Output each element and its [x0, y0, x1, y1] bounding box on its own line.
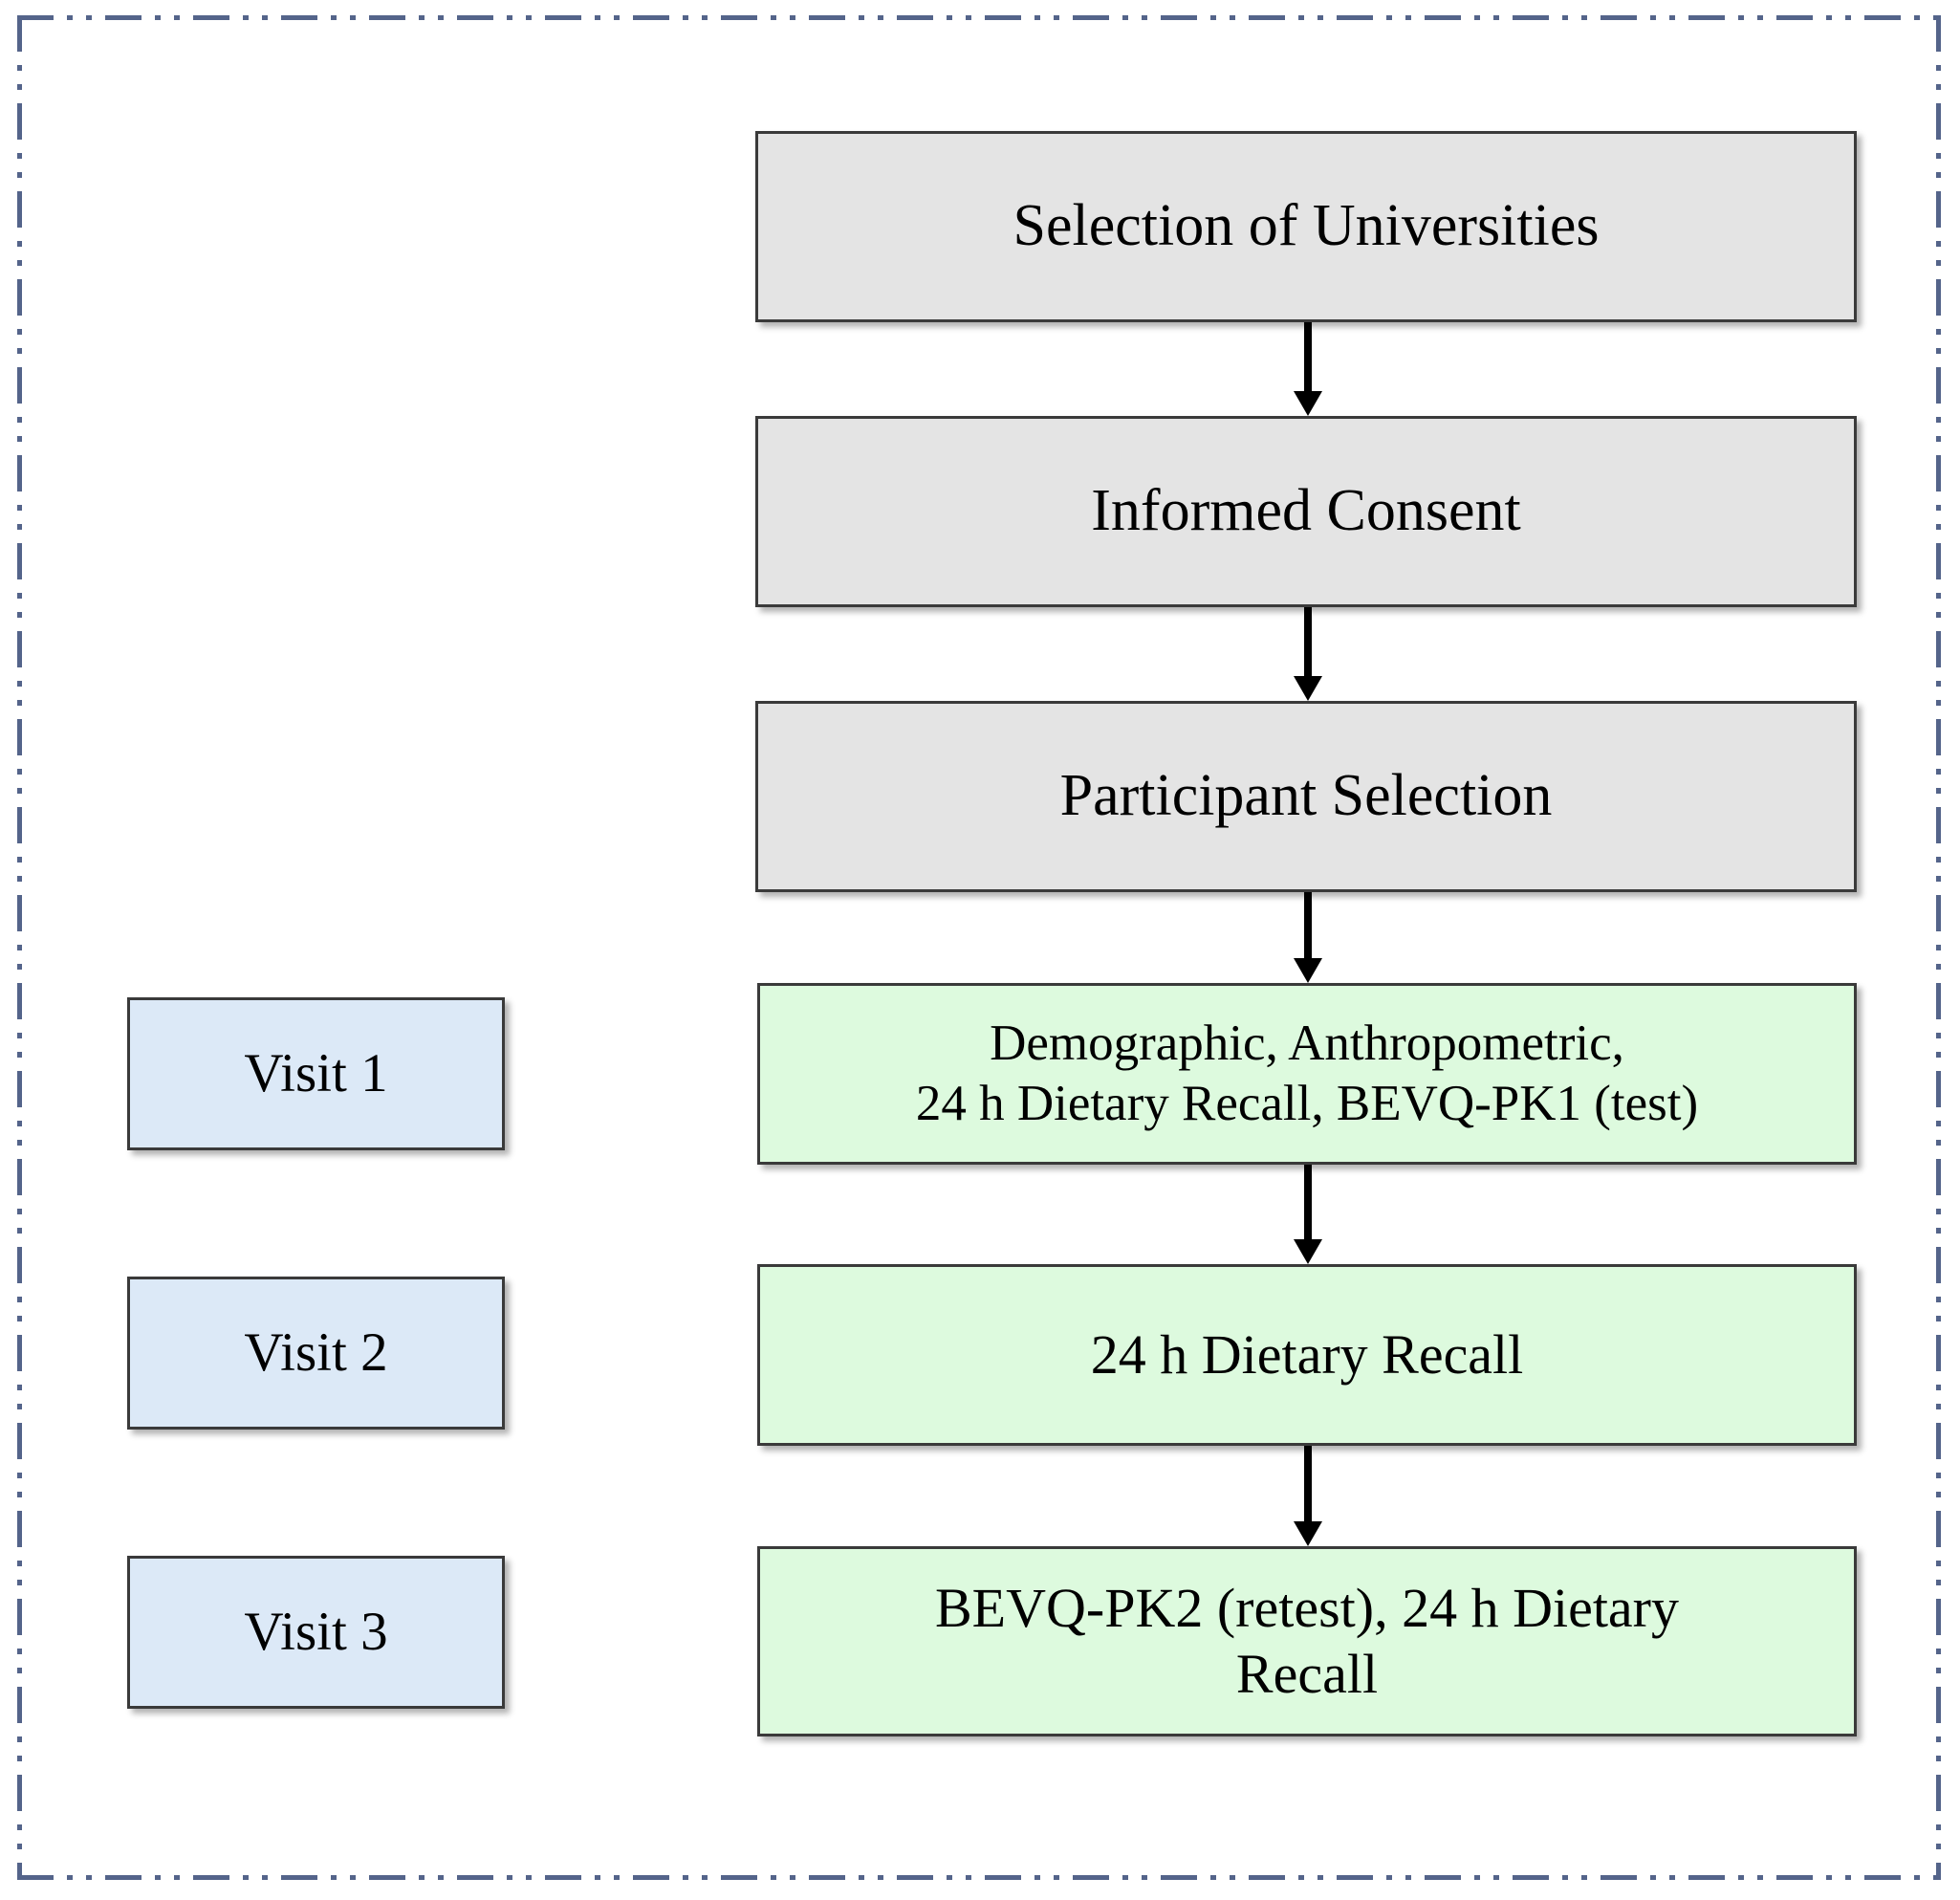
- frame-right-edge: [1936, 15, 1941, 1880]
- visit-label-2: Visit 2: [127, 1277, 505, 1430]
- arrow-head-icon: [1294, 1239, 1322, 1264]
- connector-shaft: [1304, 892, 1312, 958]
- node-participant-selection: Participant Selection: [755, 701, 1857, 892]
- arrow-head-icon: [1294, 958, 1322, 983]
- connector-shaft: [1304, 1446, 1312, 1521]
- connector-universities-to-consent: [1294, 322, 1322, 416]
- connector-shaft: [1304, 1165, 1312, 1239]
- connector-visit-1-to-visit-2: [1294, 1165, 1322, 1264]
- node-visit-3-activities: BEVQ-PK2 (retest), 24 h Dietary Recall: [757, 1546, 1857, 1736]
- visit-label-3-text: Visit 3: [244, 1602, 388, 1663]
- node-visit-2-activities-text: 24 h Dietary Recall: [1090, 1322, 1524, 1386]
- node-informed-consent-text: Informed Consent: [1091, 478, 1521, 544]
- node-visit-1-activities-text: Demographic, Anthropometric, 24 h Dietar…: [915, 1016, 1699, 1131]
- connector-consent-to-participant-selection: [1294, 607, 1322, 701]
- connector-visit-2-to-visit-3: [1294, 1446, 1322, 1546]
- visit-label-3: Visit 3: [127, 1556, 505, 1709]
- visit-label-1-text: Visit 1: [244, 1043, 388, 1104]
- connector-shaft: [1304, 322, 1312, 391]
- arrow-head-icon: [1294, 676, 1322, 701]
- node-participant-selection-text: Participant Selection: [1059, 763, 1553, 829]
- connector-participant-selection-to-visit-1: [1294, 892, 1322, 983]
- node-visit-1-activities: Demographic, Anthropometric, 24 h Dietar…: [757, 983, 1857, 1165]
- frame-bottom-edge: [17, 1875, 1941, 1880]
- arrow-head-icon: [1294, 1521, 1322, 1546]
- visit-label-2-text: Visit 2: [244, 1322, 388, 1384]
- node-selection-of-universities-text: Selection of Universities: [1013, 193, 1600, 259]
- arrow-head-icon: [1294, 391, 1322, 416]
- node-visit-3-activities-text: BEVQ-PK2 (retest), 24 h Dietary Recall: [935, 1577, 1679, 1705]
- node-selection-of-universities: Selection of Universities: [755, 131, 1857, 322]
- visit-label-1: Visit 1: [127, 997, 505, 1150]
- node-informed-consent: Informed Consent: [755, 416, 1857, 607]
- frame-left-edge: [17, 15, 22, 1880]
- frame-top-edge: [17, 15, 1941, 20]
- connector-shaft: [1304, 607, 1312, 676]
- node-visit-2-activities: 24 h Dietary Recall: [757, 1264, 1857, 1446]
